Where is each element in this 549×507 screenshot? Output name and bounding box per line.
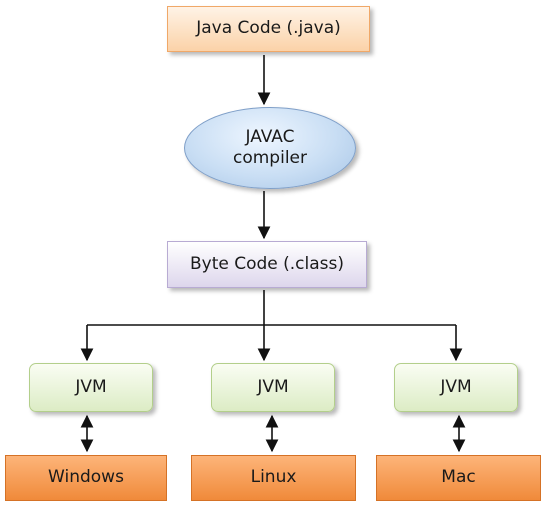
jvm-label: JVM — [440, 376, 472, 397]
os-label-linux: Linux — [250, 467, 297, 488]
jvm-box-windows: JVM — [29, 363, 153, 412]
compiler-label: compiler — [233, 148, 307, 168]
os-label-mac: Mac — [441, 467, 476, 488]
java-code-box: Java Code (.java) — [167, 6, 370, 52]
javac-compiler-ellipse: JAVAC compiler — [184, 107, 356, 189]
jvm-box-mac: JVM — [394, 363, 518, 412]
byte-code-label: Byte Code (.class) — [189, 253, 345, 274]
os-box-windows: Windows — [5, 455, 167, 501]
os-box-linux: Linux — [191, 455, 356, 501]
jvm-box-linux: JVM — [211, 363, 335, 412]
javac-label: JAVAC — [245, 126, 295, 147]
jvm-label: JVM — [75, 376, 107, 397]
java-code-label: Java Code (.java) — [196, 18, 341, 39]
jvm-label: JVM — [257, 376, 289, 397]
os-label-windows: Windows — [48, 467, 124, 488]
byte-code-box: Byte Code (.class) — [167, 241, 367, 288]
os-box-mac: Mac — [376, 455, 541, 501]
